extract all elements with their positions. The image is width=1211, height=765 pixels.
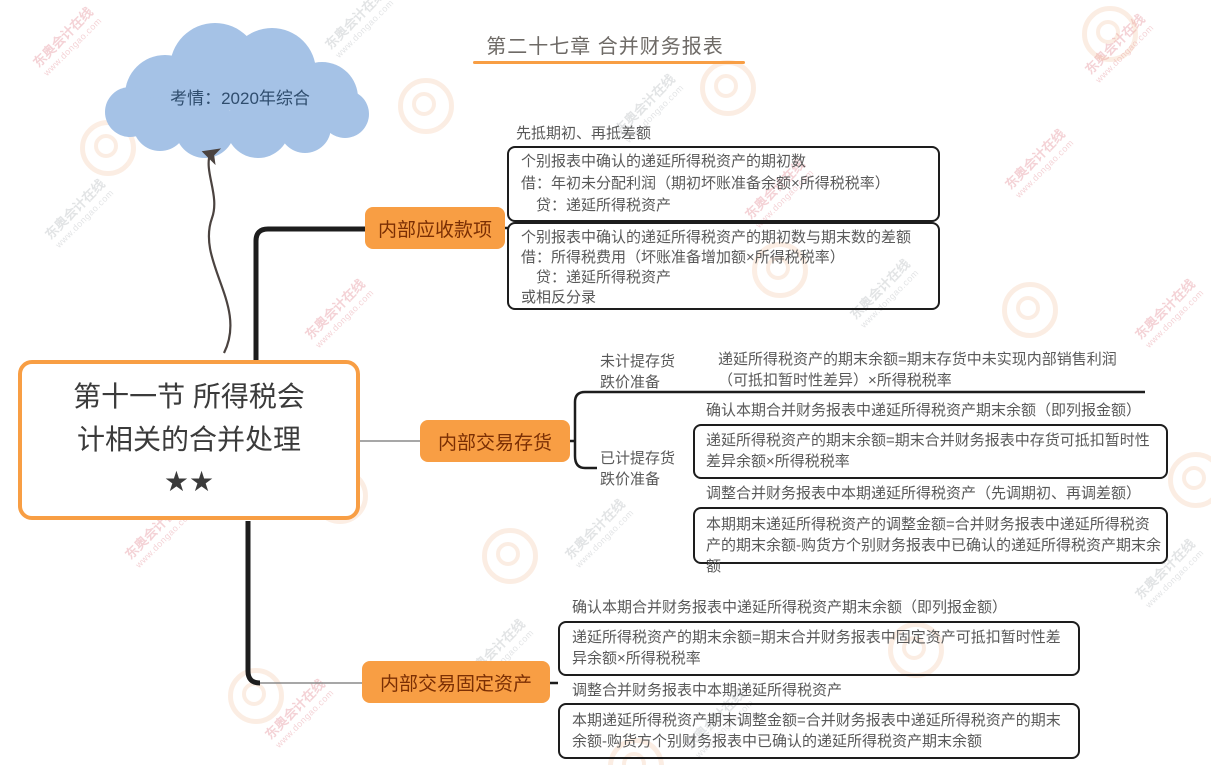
entry-line: 贷：递延所得税资产 [521,197,672,214]
chapter-title: 第二十七章 合并财务报表 [486,36,724,58]
watermark-logo-ring [1002,282,1058,338]
root-line-1: 第十一节 所得税会 [73,381,305,413]
entry-line: 个别报表中确认的递延所得税资产的期初数 [521,153,807,170]
exam-note-cloud[interactable]: 考情：2020年综合 [170,89,310,108]
inventory-with-provision-label[interactable]: 已计提存货跌价准备 [600,450,676,488]
receivables-entry-difference-box [507,222,940,310]
receivables-entry-initial[interactable]: 个别报表中确认的递延所得税资产的期初数 借：年初未分配利润（期初坏账准备余额×所… [521,151,936,217]
inventory-item-4-box [693,507,1168,564]
watermark-logo-ring [1082,6,1138,62]
chapter-title-underline [473,61,745,64]
trunk-bottom [245,521,261,686]
inventory-no-provision-label[interactable]: 未计提存货跌价准备 [600,353,676,391]
branch-fixed-assets[interactable]: 内部交易固定资产 [362,661,550,703]
watermark-logo-ring [1168,452,1211,508]
entry-line: 借：所得税费用（坏账准备增加额×所得税税率） [521,249,845,266]
root-line-3: ★★ [163,466,215,498]
watermark-logo-ring [80,120,136,176]
trunk-top [253,226,365,360]
fixed-assets-item-3[interactable]: 调整合并财务报表中本期递延所得税资产 [572,682,843,699]
inventory-item-2[interactable]: 递延所得税资产的期末余额=期末合并财务报表中存货可抵扣暂时性差异余额×所得税税率 [706,432,1150,470]
root-topic[interactable]: 第十一节 所得税会 计相关的合并处理 ★★ [18,360,360,520]
entry-line: 借：年初未分配利润（期初坏账准备余额×所得税税率） [521,175,890,192]
fixed-assets-item-1[interactable]: 确认本期合并财务报表中递延所得税资产期末余额（即列报金额） [572,599,1008,616]
inventory-item-4[interactable]: 本期期末递延所得税资产的调整金额=合并财务报表中递延所得税资产的期末余额-购货方… [706,516,1161,575]
arrow-to-cloud [201,148,232,354]
fixed-assets-item-2-box [558,621,1080,676]
entry-line: 个别报表中确认的递延所得税资产的期初数与期末数的差额 [521,229,912,246]
watermark-logo-ring [482,528,538,584]
watermark-logo-ring [228,668,284,724]
inventory-item-3[interactable]: 调整合并财务报表中本期递延所得税资产（先调期初、再调差额） [706,485,1142,502]
fixed-assets-item-2[interactable]: 递延所得税资产的期末余额=期末合并财务报表中固定资产可抵扣暂时性差异余额×所得税… [572,629,1061,667]
inventory-no-provision-text[interactable]: 递延所得税资产的期末余额=期末存货中未实现内部销售利润（可抵扣暂时性差异）×所得… [718,351,1117,389]
fixed-assets-item-4[interactable]: 本期递延所得税资产期末调整金额=合并财务报表中递延所得税资产的期末余额-购货方个… [572,712,1061,750]
watermark-logo-ring [700,60,756,116]
entry-line: 或相反分录 [521,289,597,306]
inventory-item-1[interactable]: 确认本期合并财务报表中递延所得税资产期末余额（即列报金额） [706,402,1142,419]
root-line-2: 计相关的合并处理 [76,423,301,455]
entry-line: 贷：递延所得税资产 [521,269,672,286]
receivables-entry-difference[interactable]: 个别报表中确认的递延所得税资产的期初数与期末数的差额 借：所得税费用（坏账准备增… [521,228,939,308]
watermark-logo-ring [398,78,454,134]
receivables-entry-initial-box [507,146,940,222]
receivables-rule[interactable]: 先抵期初、再抵差额 [516,125,652,142]
branch-inventory[interactable]: 内部交易存货 [420,420,570,462]
branch-receivables[interactable]: 内部应收款项 [365,207,505,249]
fixed-assets-item-4-box [558,703,1080,759]
